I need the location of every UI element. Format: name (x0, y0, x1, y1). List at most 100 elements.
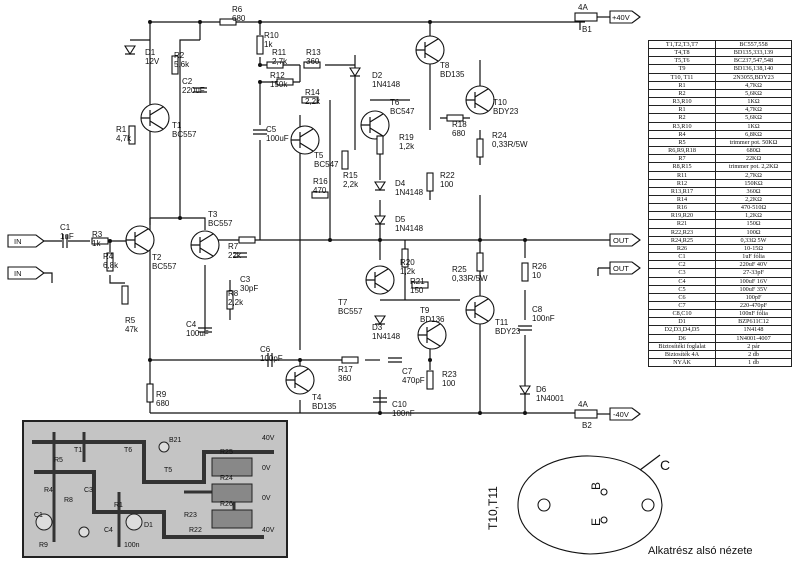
part-ref-cell: C1 (648, 252, 716, 262)
component-value: 6,8k (103, 261, 119, 270)
part-ref-cell: R14 (648, 194, 716, 205)
pcb-label: R1 (114, 502, 123, 509)
part-value-cell: 6,8KΩ (715, 129, 792, 139)
part-ref-cell: R2 (648, 113, 716, 123)
part-value-cell: 1N4148 (715, 325, 792, 335)
component-ref: T3 (208, 210, 218, 219)
component-ref: R13 (306, 48, 321, 57)
component-ref: R5 (125, 316, 136, 325)
fuse-b1-rating: 4A (578, 3, 588, 12)
fuse-b2-label: B2 (582, 421, 592, 430)
part-ref-cell: C2 (648, 260, 716, 270)
part-value-cell: 22KΩ (715, 154, 792, 164)
component-value: 1k (264, 40, 273, 49)
wiring (68, 22, 630, 413)
component-ref: R14 (305, 88, 320, 97)
component-value: 30pF (240, 284, 258, 293)
component-r2: R25,6k (171, 51, 190, 75)
component-value: 2,7k (272, 57, 288, 66)
component-ref: D2 (372, 71, 383, 80)
component-ref: T4 (312, 393, 322, 402)
component-value: 1k (92, 239, 101, 248)
part-ref-cell: R2 (648, 88, 716, 99)
pcb-label: R8 (64, 497, 73, 504)
component-ref: R10 (264, 31, 279, 40)
part-ref-cell: D6 (648, 333, 716, 343)
part-ref-cell: R19,R20 (648, 211, 716, 221)
component-ref: T5 (314, 151, 324, 160)
component-ref: R6 (232, 5, 243, 14)
part-ref-cell: R21 (648, 219, 716, 229)
part-ref-cell: C3 (648, 268, 716, 278)
terminal-vneg: -40V (609, 407, 641, 421)
part-value-cell: 1N4001-4007 (715, 333, 792, 343)
component-value: BDY23 (493, 107, 519, 116)
pcb-label: B21 (169, 437, 182, 444)
part-value-cell: BZP611C12 (715, 317, 792, 327)
pcb-label: T6 (124, 447, 132, 454)
part-value-cell: 2,2KΩ (715, 194, 792, 205)
component-ref: T10 (493, 98, 507, 107)
part-value-cell: 1 db (715, 358, 792, 368)
part-value-cell: 5,6KΩ (715, 88, 792, 99)
component-value: 100uF (266, 134, 289, 143)
pcb-label: R25 (220, 449, 233, 456)
component-value: BD135 (440, 70, 465, 79)
part-ref-cell: R5 (648, 137, 716, 148)
part-ref-cell: R8,R15 (648, 162, 716, 172)
pcb-label: T5 (164, 467, 172, 474)
positive-rail (149, 21, 585, 360)
part-value-cell: 100pF (715, 292, 792, 303)
part-ref-cell: D2,D3,D4,D5 (648, 325, 716, 335)
component-value: BC557 (172, 130, 197, 139)
pcb-label: R9 (39, 542, 48, 549)
component-ref: C5 (266, 125, 277, 134)
part-ref-cell: Biztosítéki foglalat (648, 341, 716, 351)
pcb-label: R22 (189, 527, 202, 534)
part-value-cell: 2,7KΩ (715, 170, 792, 180)
pcb-label: R26 (220, 501, 233, 508)
part-value-cell: 2 db (715, 349, 792, 360)
part-ref-cell: C7 (648, 300, 716, 311)
output-terminal-2: OUT (597, 261, 641, 276)
component-value: 360 (306, 57, 320, 66)
component-ref: R12 (270, 71, 285, 80)
component-ref: D5 (395, 215, 406, 224)
pcb-label: D1 (144, 522, 153, 529)
output-terminal-1: OUT (609, 233, 641, 247)
component-value: 1N4148 (395, 224, 424, 233)
component-ref: R2 (174, 51, 185, 60)
component-value: 100 (442, 379, 456, 388)
component-ref: R17 (338, 365, 353, 374)
component-ref: T7 (338, 298, 348, 307)
pcb-label: R23 (184, 512, 197, 519)
pcb-label: T1 (74, 447, 82, 454)
component-value: 150 (410, 286, 424, 295)
